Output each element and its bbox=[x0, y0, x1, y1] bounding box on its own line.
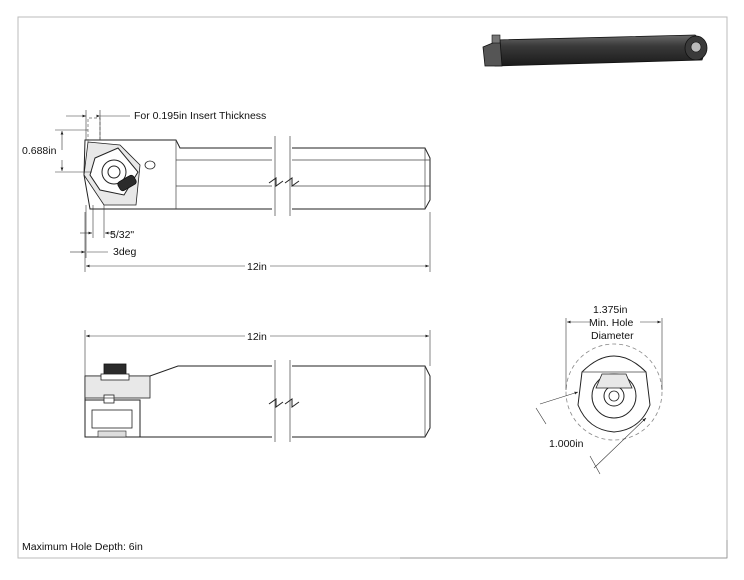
angle-dimension: 3deg bbox=[113, 246, 137, 258]
end-view-dimensions bbox=[535, 318, 663, 475]
length-dimension-bottom: 12in bbox=[247, 331, 267, 343]
sheet-border bbox=[17, 16, 728, 559]
side-view-dimensions bbox=[84, 330, 431, 376]
isometric-preview bbox=[482, 34, 708, 67]
min-hole-label-line1: Min. Hole bbox=[589, 317, 634, 329]
min-hole-circle bbox=[565, 343, 663, 441]
max-hole-depth-note: Maximum Hole Depth: 6in bbox=[22, 541, 143, 553]
top-view-dimensions bbox=[55, 110, 431, 272]
length-dimension-top: 12in bbox=[247, 261, 267, 273]
side-view bbox=[84, 358, 431, 444]
shank-diameter-dimension: 1.000in bbox=[549, 438, 584, 450]
top-view bbox=[83, 117, 431, 217]
height-dimension: 0.688in bbox=[22, 145, 57, 157]
end-view bbox=[565, 343, 663, 441]
min-hole-value: 1.375in bbox=[593, 304, 628, 316]
offset-dimension: 5/32" bbox=[110, 229, 134, 241]
insert-thickness-note: For 0.195in Insert Thickness bbox=[134, 110, 266, 122]
min-hole-label-line2: Diameter bbox=[591, 330, 634, 342]
